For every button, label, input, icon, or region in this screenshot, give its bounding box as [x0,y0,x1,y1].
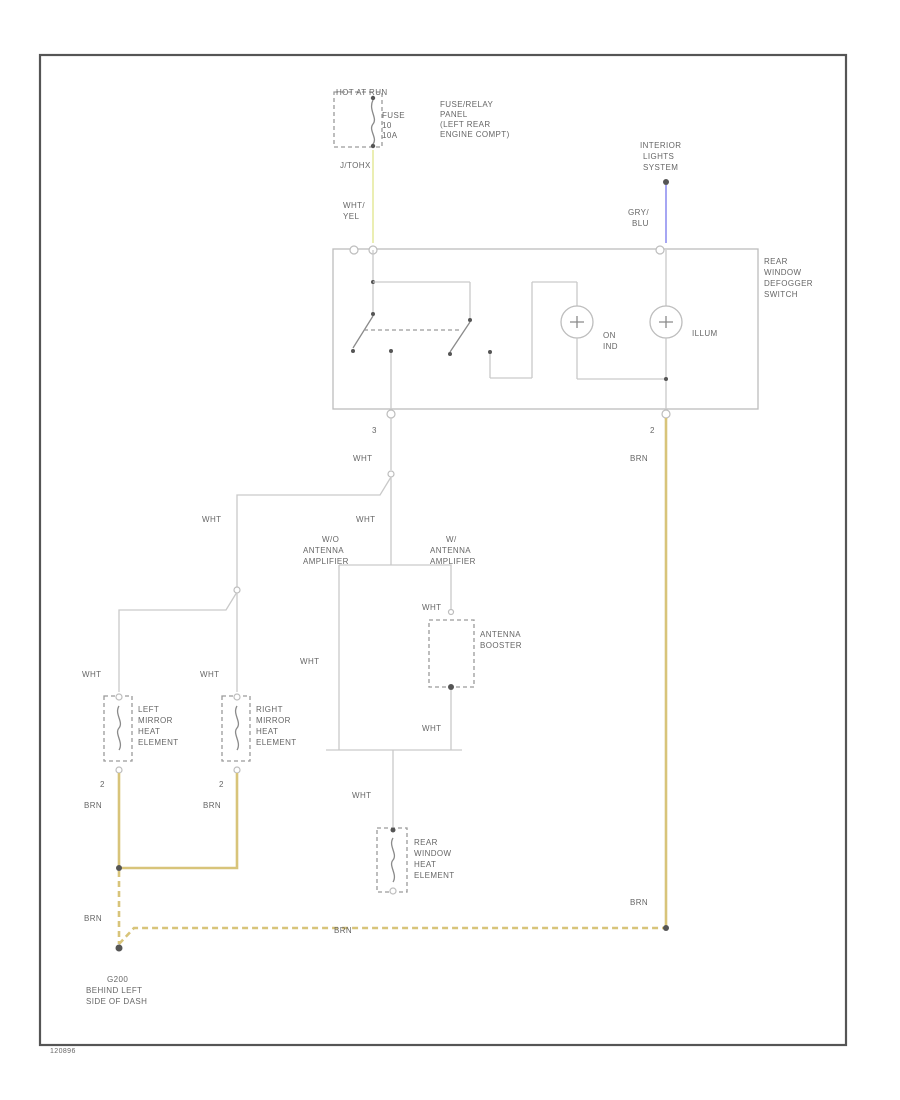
right-mirror-label-4: ELEMENT [256,738,297,747]
left-mirror-label-1: LEFT [138,705,159,714]
amp-label-1: W/ [446,535,457,544]
wire-wht-lm-label: WHT [82,670,101,679]
diagram-frame [38,53,848,1047]
rear-element-label-2: WINDOW [414,849,452,858]
fuse-panel-label-4: ENGINE COMPT) [440,130,510,139]
wire-gry-blu-label-1: GRY/ [628,208,649,217]
illumination-label: ILLUM [692,329,718,338]
left-mirror-heat-element: LEFT MIRROR HEAT ELEMENT 2 [100,693,179,789]
interior-lights-label-2: LIGHTS [643,152,674,161]
wire-wht-yel-label-1: WHT/ [343,201,365,210]
right-mirror-label-2: MIRROR [256,716,291,725]
interior-lights-node [663,179,669,185]
hot-at-run-label: HOT AT RUN [336,88,388,97]
wire-brn-bottom-dashed [118,926,666,945]
wire-gry-blu-label-2: BLU [632,219,649,228]
wire-brn-ground-label: BRN [84,914,102,923]
fuse-panel-label-2: PANEL [440,110,468,119]
switch-label-3: DEFOGGER [764,279,813,288]
antenna-booster-label-2: BOOSTER [480,641,522,650]
rear-element-label-1: REAR [414,838,438,847]
fuse-label: FUSE [382,111,405,120]
ground-g200: G200 BEHIND LEFT SIDE OF DASH [86,944,147,1006]
switch-label-2: WINDOW [764,268,802,277]
wire-wht-label-1: WHT [353,454,372,463]
interior-lights-label-1: INTERIOR [640,141,681,150]
no-amp-label-3: AMPLIFIER [303,557,349,566]
switch-label-4: SWITCH [764,290,798,299]
switch-pin-3: 3 [372,426,377,435]
wire-wht-yel-label-2: YEL [343,212,359,221]
wire-brn-switch-label: BRN [630,454,648,463]
switch-label-1: REAR [764,257,788,266]
on-indicator-label-2: IND [603,342,618,351]
wire-brn-right-mirror [119,773,239,870]
wire-wht-mirror-left [118,591,238,692]
wire-wht-rm-label: WHT [200,670,219,679]
wire-wht-rear-label: WHT [352,791,371,800]
fuse-connector-label: J/TOHX [340,161,371,170]
wire-brn-left-label: BRN [84,801,102,810]
left-mirror-label-3: HEAT [138,727,160,736]
right-mirror-pin: 2 [219,780,224,789]
wire-wht-bottom-label: WHT [422,724,441,733]
fuse-relay-panel: HOT AT RUN FUSE 10 10A FUSE/RELAY PANEL … [333,88,510,170]
no-amp-label-1: W/O [322,535,339,544]
right-mirror-label-1: RIGHT [256,705,283,714]
no-amp-label-2: ANTENNA [303,546,344,555]
fuse-panel-label-1: FUSE/RELAY [440,100,493,109]
left-mirror-label-4: ELEMENT [138,738,179,747]
amp-label-3: AMPLIFIER [430,557,476,566]
ground-id: G200 [107,975,128,984]
wire-wht-branch-left [236,476,392,588]
wire-wht-label-3: WHT [356,515,375,524]
amp-label-2: ANTENNA [430,546,471,555]
interior-lights-label-3: SYSTEM [643,163,678,172]
rear-window-heat-element: REAR WINDOW HEAT ELEMENT [376,827,455,895]
left-mirror-pin: 2 [100,780,105,789]
fuse-rating: 10A [382,131,398,140]
rear-window-defogger-switch: ON IND ILLUM REAR WINDOW DEFOGGER SWITCH… [332,245,813,435]
antenna-booster: WHT ANTENNA BOOSTER WHT [422,603,522,750]
fuse-number: 10 [382,121,392,130]
wire-brn-bottom-label: BRN [334,926,352,935]
switch-pin-2: 2 [650,426,655,435]
footer-code: 120896 [50,1048,76,1055]
left-mirror-label-2: MIRROR [138,716,173,725]
antenna-booster-label-1: ANTENNA [480,630,521,639]
wire-brn-right-bottom-label: BRN [630,898,648,907]
wire-wht-label-2: WHT [202,515,221,524]
wire-wht-mid-label: WHT [300,657,319,666]
wire-wht-boost-label: WHT [422,603,441,612]
antenna-amplifier-options: W/O ANTENNA AMPLIFIER W/ ANTENNA AMPLIFI… [303,535,476,750]
interior-lights-system: INTERIOR LIGHTS SYSTEM [640,141,681,185]
wire-brn-right-label: BRN [203,801,221,810]
fuse-panel-label-3: (LEFT REAR [440,120,491,129]
ground-label-2: SIDE OF DASH [86,997,147,1006]
rear-element-label-4: ELEMENT [414,871,455,880]
on-indicator-label-1: ON [603,331,616,340]
rear-element-label-3: HEAT [414,860,436,869]
right-mirror-heat-element: RIGHT MIRROR HEAT ELEMENT 2 [219,693,297,789]
ground-label-1: BEHIND LEFT [86,986,142,995]
right-mirror-label-3: HEAT [256,727,278,736]
